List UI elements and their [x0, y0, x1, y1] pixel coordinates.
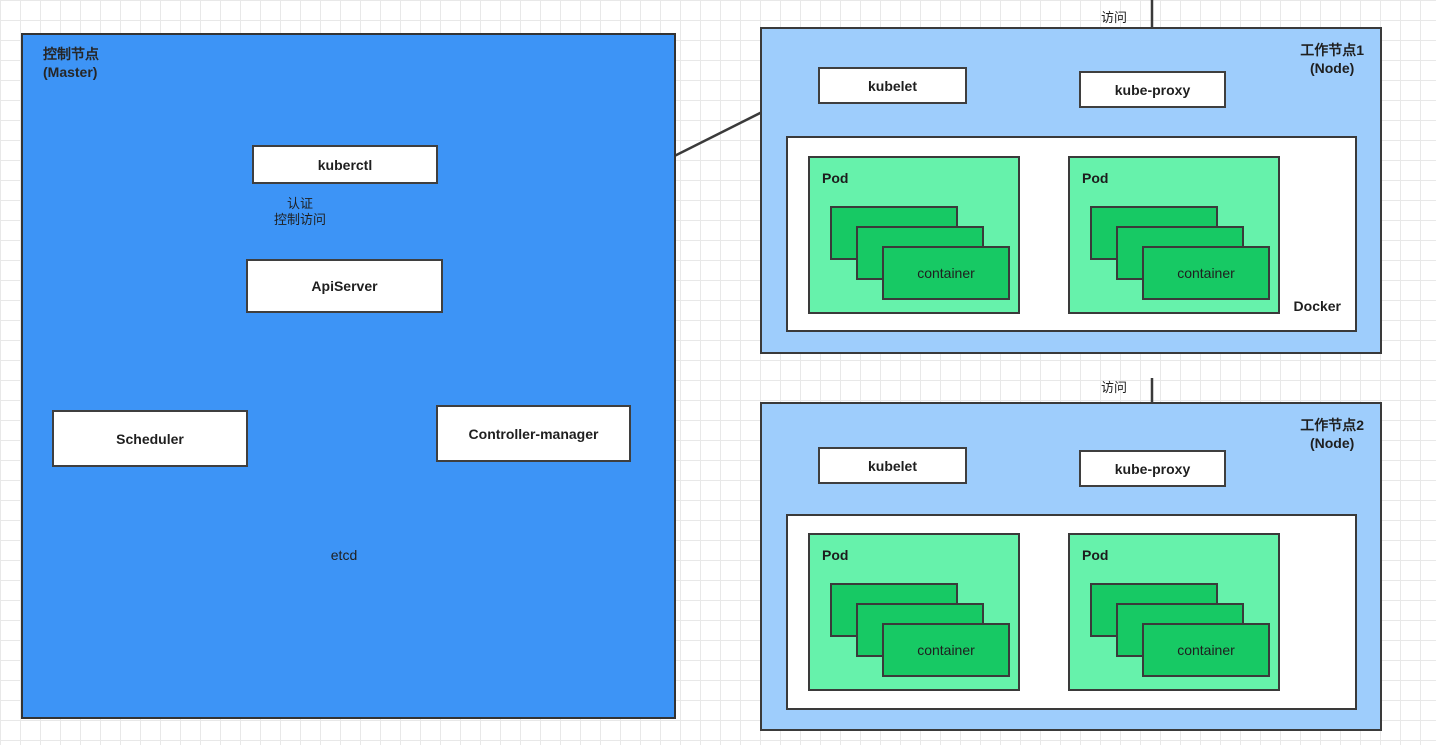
master-node-title: 控制节点 (Master) — [43, 46, 99, 80]
edge-label-auth-access-control: 认证 控制访问 — [273, 196, 326, 228]
node1-kube-proxy-box[interactable]: kube-proxy — [1079, 71, 1226, 108]
node2-kube-proxy-box[interactable]: kube-proxy — [1079, 450, 1226, 487]
node2-pod-1[interactable]: Pod container container container — [808, 533, 1020, 691]
container-stack: container container container — [830, 206, 1010, 306]
node1-access-label: 访问 — [1100, 10, 1127, 25]
container-box-front[interactable]: container — [1142, 623, 1270, 677]
node1-kubelet-box[interactable]: kubelet — [818, 67, 967, 104]
pod-label: Pod — [822, 547, 849, 563]
scheduler-box[interactable]: Scheduler — [52, 410, 248, 467]
container-stack: container container container — [830, 583, 1010, 683]
master-node-box[interactable]: 控制节点 (Master) — [21, 33, 676, 719]
pod-label: Pod — [1082, 547, 1109, 563]
node1-docker-label: Docker — [1293, 298, 1341, 314]
node2-kubelet-box[interactable]: kubelet — [818, 447, 967, 484]
container-stack: container container container — [1090, 583, 1270, 683]
etcd-label: etcd — [330, 547, 358, 563]
node1-pod-1[interactable]: Pod container container container — [808, 156, 1020, 314]
kuberctl-box[interactable]: kuberctl — [252, 145, 438, 184]
container-stack: container container container — [1090, 206, 1270, 306]
pod-label: Pod — [1082, 170, 1109, 186]
node2-pod-2[interactable]: Pod container container container — [1068, 533, 1280, 691]
container-box-front[interactable]: container — [882, 623, 1010, 677]
container-box-front[interactable]: container — [1142, 246, 1270, 300]
node1-pod-2[interactable]: Pod container container container — [1068, 156, 1280, 314]
controller-manager-box[interactable]: Controller-manager — [436, 405, 631, 462]
worker-node-2-title: 工作节点2 (Node) — [1300, 417, 1364, 452]
worker-node-1-title: 工作节点1 (Node) — [1300, 42, 1364, 77]
apiserver-box[interactable]: ApiServer — [246, 259, 443, 313]
node2-access-label: 访问 — [1100, 380, 1127, 395]
pod-label: Pod — [822, 170, 849, 186]
container-box-front[interactable]: container — [882, 246, 1010, 300]
